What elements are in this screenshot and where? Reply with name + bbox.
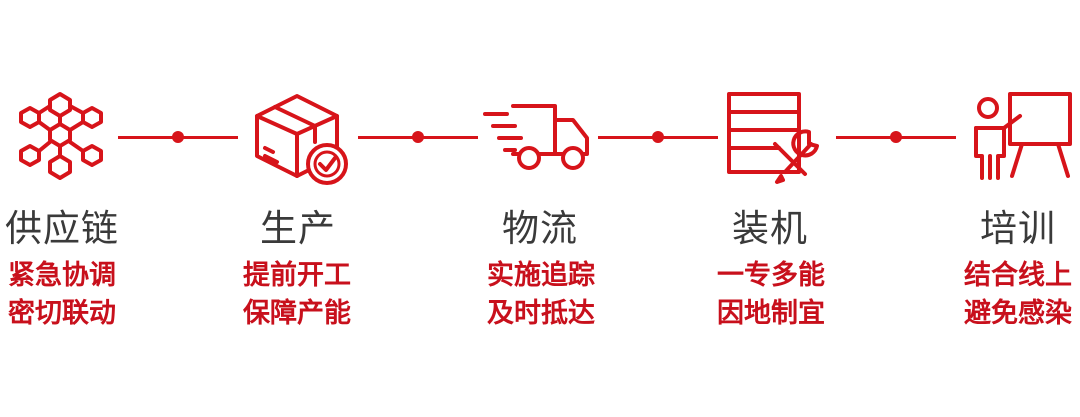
server-tools-icon <box>723 86 833 186</box>
connector-dot-1 <box>172 131 184 143</box>
step-subtitle-5a: 结合线上 <box>964 260 1072 291</box>
connector-dot-2 <box>412 131 424 143</box>
step-title-training: 培训 <box>980 207 1056 250</box>
delivery-truck-icon <box>483 86 595 186</box>
step-title-supply-chain: 供应链 <box>5 207 119 250</box>
step-subtitle-2b: 保障产能 <box>243 298 351 329</box>
step-subtitle-2a: 提前开工 <box>243 260 351 291</box>
package-check-icon <box>247 86 357 186</box>
step-subtitle-1a: 紧急协调 <box>8 260 116 291</box>
step-subtitle-1b: 密切联动 <box>8 298 116 329</box>
step-subtitle-5b: 避免感染 <box>964 298 1072 329</box>
connector-dot-3 <box>652 131 664 143</box>
step-subtitle-4b: 因地制宜 <box>717 298 825 329</box>
step-subtitle-3b: 及时抵达 <box>487 298 595 329</box>
step-title-installation: 装机 <box>732 207 808 250</box>
step-subtitle-3a: 实施追踪 <box>487 260 595 291</box>
step-title-logistics: 物流 <box>502 207 578 250</box>
presentation-trainer-icon <box>966 86 1076 186</box>
step-title-production: 生产 <box>260 207 336 250</box>
step-subtitle-4a: 一专多能 <box>717 260 825 291</box>
blockchain-network-icon <box>8 86 118 186</box>
connector-dot-4 <box>890 131 902 143</box>
